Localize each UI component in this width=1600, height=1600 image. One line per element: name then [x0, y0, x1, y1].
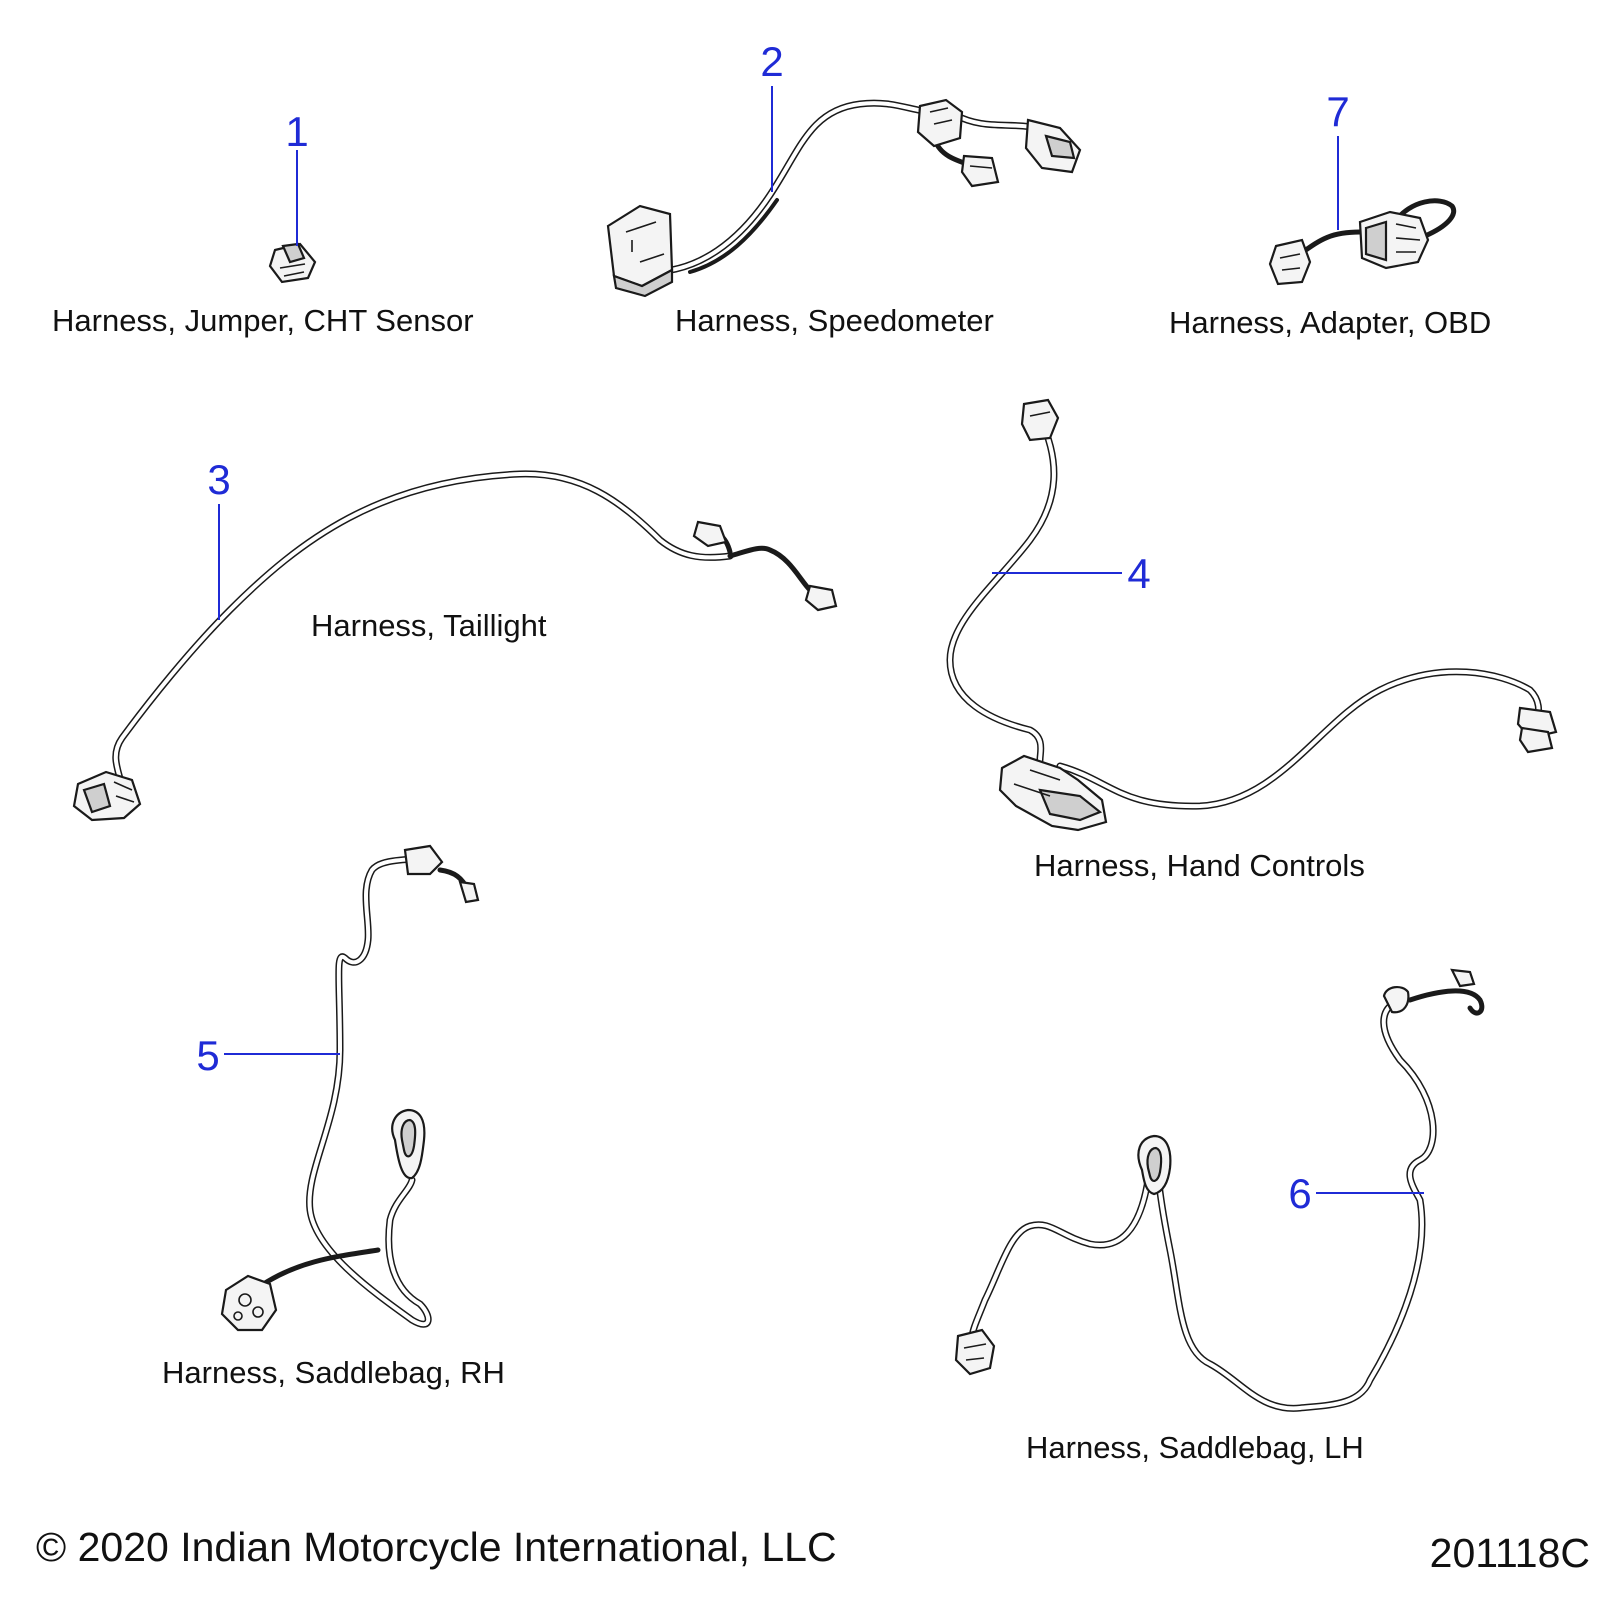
drawing-number: 201118C — [1430, 1530, 1590, 1576]
callout-3-number: 3 — [207, 456, 230, 503]
callout-4: 4 — [992, 550, 1151, 597]
callout-4-number: 4 — [1127, 550, 1150, 597]
callout-1-number: 1 — [285, 108, 308, 155]
callout-2-number: 2 — [760, 38, 783, 85]
part-6-saddlebag-lh-harness[interactable] — [954, 968, 1485, 1412]
part-7-obd-adapter-harness[interactable] — [1268, 198, 1457, 286]
caption-5: Harness, Saddlebag, RH — [162, 1355, 505, 1390]
part-4-hand-controls-harness[interactable] — [946, 398, 1558, 832]
part-5-saddlebag-rh-harness[interactable] — [220, 844, 480, 1332]
part-3-taillight-harness[interactable] — [72, 470, 838, 822]
callout-6: 6 — [1288, 1170, 1424, 1217]
copyright-notice: © 2020 Indian Motorcycle International, … — [36, 1524, 837, 1570]
callout-7: 7 — [1326, 88, 1350, 230]
callout-1: 1 — [285, 108, 309, 246]
callout-7-number: 7 — [1326, 88, 1349, 135]
callout-2: 2 — [760, 38, 784, 192]
caption-6: Harness, Saddlebag, LH — [1026, 1430, 1364, 1465]
part-2-speedometer-harness[interactable] — [606, 98, 1082, 298]
callout-5-number: 5 — [196, 1032, 219, 1079]
caption-3: Harness, Taillight — [311, 608, 547, 643]
caption-7: Harness, Adapter, OBD — [1169, 305, 1491, 340]
callout-6-number: 6 — [1288, 1170, 1311, 1217]
caption-2: Harness, Speedometer — [675, 303, 994, 338]
callout-5: 5 — [196, 1032, 340, 1079]
callout-3: 3 — [207, 456, 231, 620]
caption-4: Harness, Hand Controls — [1034, 848, 1365, 883]
caption-1: Harness, Jumper, CHT Sensor — [52, 303, 474, 338]
part-1-cht-jumper-harness[interactable] — [268, 242, 317, 284]
